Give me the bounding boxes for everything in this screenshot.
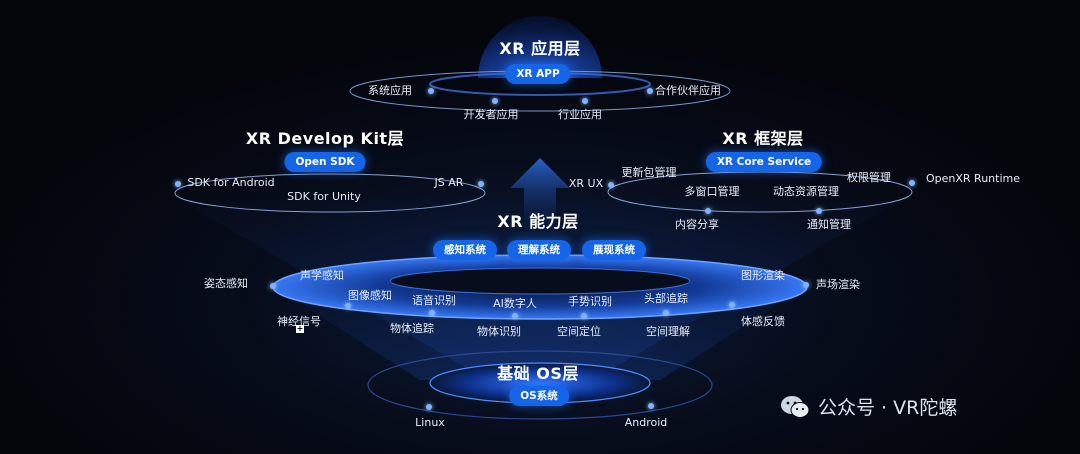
capability-layer-title: XR 能力层 [497,212,579,231]
node-dot [492,98,498,104]
framework-item-xrux: XR UX [568,177,604,190]
framework-item-openxr: OpenXR Runtime [926,172,1020,185]
capability-item-object-track: 物体追踪 [390,322,434,335]
capability-item-acoustic: 声学感知 [300,269,344,282]
framework-item-resource: 动态资源管理 [773,185,839,198]
capability-item-soundfield: 声场渲染 [816,278,860,291]
node-dot [816,208,822,214]
app-item-partner: 合作伙伴应用 [655,84,721,97]
node-dot [647,88,653,94]
capability-item-pose: 姿态感知 [204,277,248,290]
devkit-item-jsar: JS AR [434,176,464,189]
devkit-layer-pill: Open SDK [284,152,366,172]
capability-pill-presentation: 展现系统 [582,240,646,260]
watermark: 公众号 · VR陀螺 [780,393,957,420]
os-item-android: Android [624,416,668,429]
app-dome [478,16,602,78]
watermark-text: 公众号 · VR陀螺 [818,397,958,419]
app-layer-pill: XR APP [505,64,571,84]
app-item-developer: 开发者应用 [463,108,519,121]
capability-item-neural: 神经信号 [277,315,321,328]
node-dot [608,182,614,188]
devkit-layer-title: XR Develop Kit层 [245,129,405,148]
node-dot [429,310,435,316]
node-dot [512,313,518,319]
node-dot [663,310,669,316]
node-dot [582,98,588,104]
capability-item-haptic: 体感反馈 [741,315,785,328]
framework-item-permission: 权限管理 [847,171,891,184]
capability-pill-perception: 感知系统 [433,240,497,260]
node-dot [909,180,915,186]
os-layer-pill: OS系统 [509,386,569,406]
capability-item-localization: 空间定位 [557,325,601,338]
upward-arrow [510,158,570,235]
framework-item-update: 更新包管理 [621,166,677,179]
node-dot [428,88,434,94]
devkit-item-android: SDK for Android [187,176,275,189]
framework-layer-title: XR 框架层 [722,129,804,148]
os-layer-title: 基础 OS层 [497,364,579,383]
capability-item-ai-human: AI数字人 [493,297,537,310]
node-dot [270,283,276,289]
app-item-system: 系统应用 [368,84,412,97]
node-dot [648,403,654,409]
framework-item-notify: 通知管理 [807,218,851,231]
devkit-item-unity: SDK for Unity [287,190,361,203]
capability-item-image: 图像感知 [348,289,392,302]
plus-icon: + [296,324,304,333]
node-dot [175,181,181,187]
node-dot [426,404,432,410]
os-item-linux: Linux [415,416,445,429]
capability-item-spatial: 空间理解 [646,325,690,338]
wechat-icon [781,395,810,418]
framework-item-share: 内容分享 [675,218,719,231]
capability-item-speech: 语音识别 [412,294,456,307]
capability-pill-understanding: 理解系统 [507,240,571,260]
node-dot [581,313,587,319]
node-dot [803,282,809,288]
node-dot [729,302,735,308]
node-dot [345,303,351,309]
capability-item-head: 头部追踪 [644,292,688,305]
capability-item-graphics: 图形渲染 [741,269,785,282]
app-item-industry: 行业应用 [558,108,602,121]
capability-item-gesture: 手势识别 [568,295,612,308]
node-dot [705,208,711,214]
framework-item-multiwindow: 多窗口管理 [684,185,740,198]
capability-item-object-recog: 物体识别 [477,325,521,338]
node-dot [478,181,484,187]
app-layer-title: XR 应用层 [499,39,581,58]
framework-layer-pill: XR Core Service [705,152,823,172]
